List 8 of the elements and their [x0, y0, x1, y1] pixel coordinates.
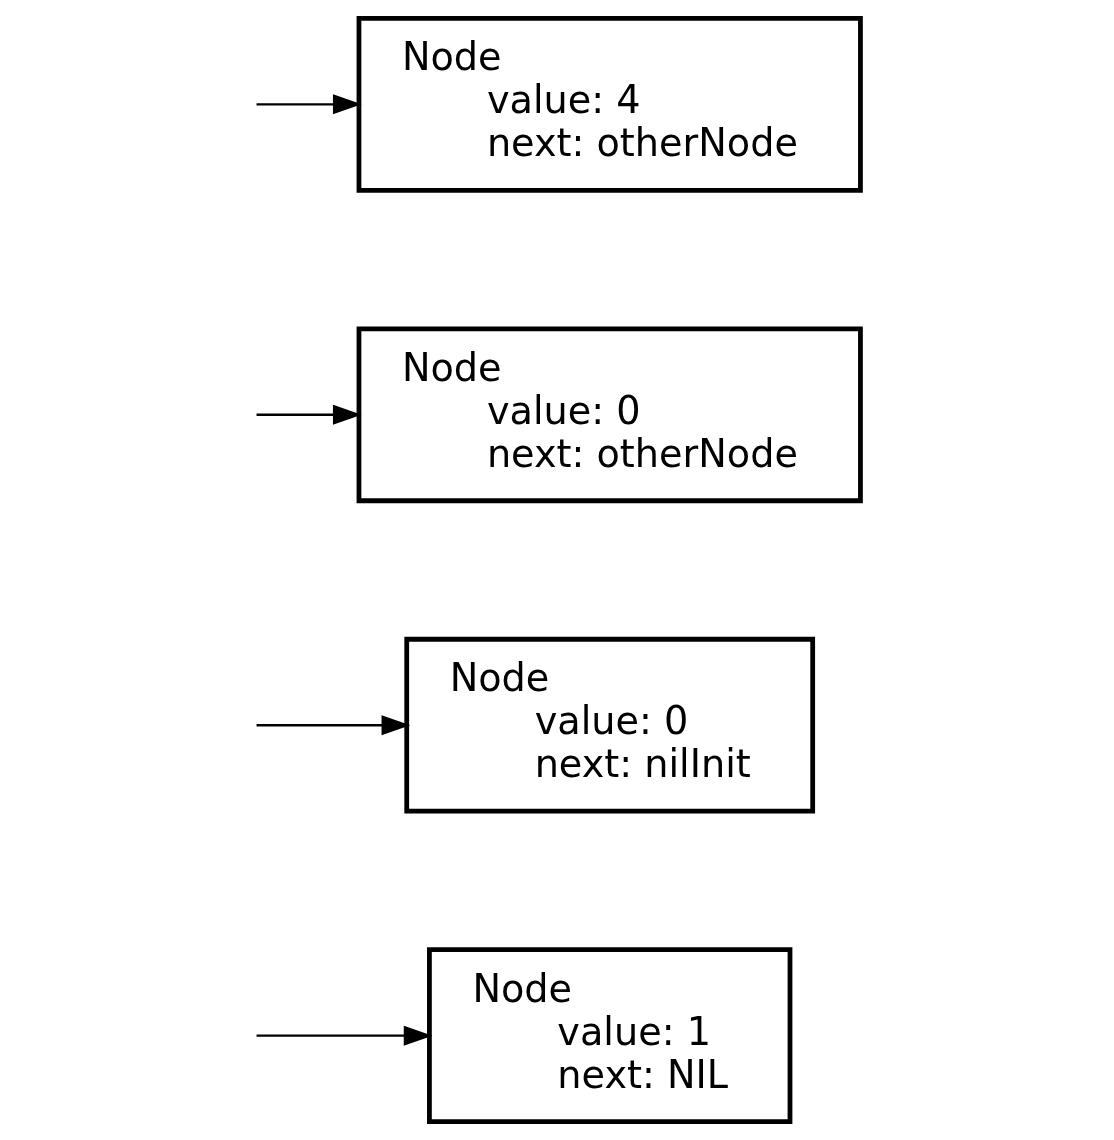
node-box: Node value: 4 next: otherNode [356, 15, 863, 193]
arrow [256, 404, 362, 425]
arrow [256, 94, 362, 115]
node-box: Node value: 0 next: nilInit [403, 636, 815, 814]
arrow [256, 1025, 432, 1046]
arrow [256, 715, 410, 736]
node-box: Node value: 1 next: NIL [426, 947, 792, 1125]
node-box: Node value: 0 next: otherNode [356, 326, 863, 504]
